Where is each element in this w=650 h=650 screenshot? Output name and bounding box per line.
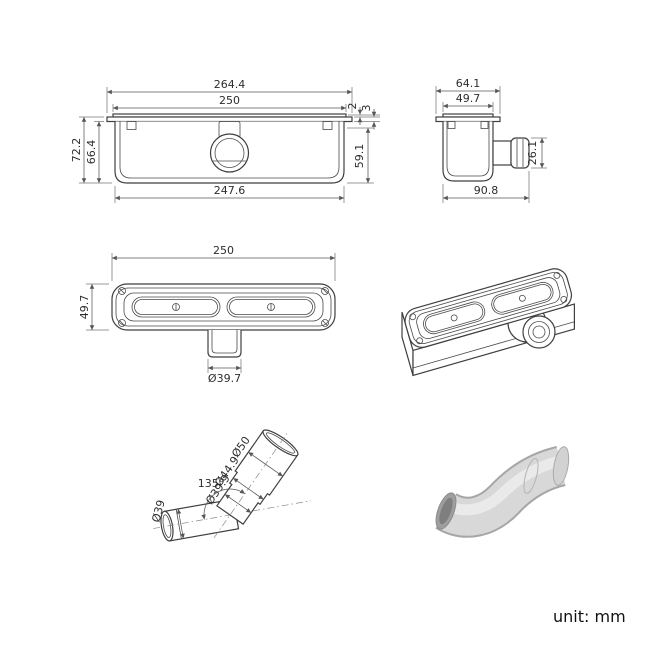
top-body-inner <box>115 287 332 327</box>
dim-front-bottom-width-label: 247.6 <box>214 184 246 197</box>
dim-front-flange-thickness-label: 3 <box>360 105 373 112</box>
elbow-3d-inlet-bore <box>439 497 453 525</box>
dim-front-overall-width-label: 264.4 <box>214 78 246 91</box>
dim-top-outlet-diameter-label: Ø39.7 <box>208 372 241 385</box>
side-flange <box>435 116 501 123</box>
dim-side-outlet-height: 26.1 <box>526 137 547 169</box>
dim-front-grate-gap-label: 2 <box>346 103 359 110</box>
dim-front-body-height: 66.4 <box>85 121 104 183</box>
side-outlet-ridges <box>516 139 524 167</box>
isometric-view-drawing <box>401 268 575 377</box>
elbow-3d-highlight <box>441 455 565 516</box>
side-body-inner <box>446 121 490 177</box>
top-screws <box>118 287 329 327</box>
dim-front-grate-width-label: 250 <box>219 94 240 107</box>
dim-elbow-angle-label: 135° <box>198 477 225 490</box>
front-clip-right <box>322 121 333 130</box>
top-outlet-inner <box>211 330 238 354</box>
dim-front-overall-height: 72.2 <box>70 116 112 184</box>
front-body-inner <box>119 121 340 179</box>
dim-top-width: 49.7 <box>78 283 109 331</box>
dim-top-outlet-diameter: Ø39.7 <box>207 359 242 385</box>
elbow-3d-seam <box>523 458 539 494</box>
dim-top-length: 250 <box>111 244 336 281</box>
dim-top-length-label: 250 <box>213 244 234 257</box>
top-grate-frame <box>123 292 324 322</box>
dim-side-overall-width-label: 64.1 <box>456 77 481 90</box>
front-clip-left <box>126 121 137 130</box>
front-flange <box>106 116 353 123</box>
dim-side-grate-width: 49.7 <box>442 92 494 112</box>
dim-front-overall-height-label: 72.2 <box>70 138 83 163</box>
unit-label: unit: mm <box>553 607 626 626</box>
top-outlet <box>207 330 242 358</box>
elbow-dimension-drawing: Ø39.9 Ø44.9 Ø50 135° Ø39 <box>149 429 311 542</box>
front-trap-outer <box>209 133 250 173</box>
dim-top-width-label: 49.7 <box>78 295 91 320</box>
dim-side-overall-width: 64.1 <box>435 77 501 114</box>
iso-top-face <box>404 268 573 348</box>
side-clip-right <box>480 121 489 129</box>
dim-elbow-angle: 135° <box>198 477 246 520</box>
top-slot-left-inner <box>134 299 218 315</box>
dim-front-bottom-width: 247.6 <box>114 184 345 203</box>
front-view-drawing: 264.4 250 2 3 72.2 66.4 <box>70 78 380 203</box>
top-body-outer <box>111 283 336 331</box>
top-slot-right-inner <box>229 299 313 315</box>
dim-side-grate-width-label: 49.7 <box>456 92 481 105</box>
elbow-3d-outlet-opening <box>552 446 570 486</box>
dim-front-grate-width: 250 <box>112 94 347 112</box>
dim-front-overall-width: 264.4 <box>106 78 353 113</box>
top-view-drawing: 250 49.7 Ø39.7 <box>78 244 336 385</box>
side-outlet-nut <box>510 137 530 169</box>
side-body-outer <box>442 121 494 182</box>
dim-side-overall-depth: 90.8 <box>442 171 530 203</box>
side-view-drawing: 64.1 49.7 26.1 90.8 <box>435 77 547 203</box>
elbow-3d-view <box>435 446 570 538</box>
dim-elbow-inlet-od-label: Ø39 <box>149 498 167 523</box>
dim-front-inner-height: 59.1 <box>347 127 374 184</box>
top-slot-left <box>131 296 221 318</box>
side-outlet-pipe <box>492 140 512 166</box>
top-slot-right <box>226 296 316 318</box>
dim-side-outlet-height-label: 26.1 <box>526 141 539 166</box>
side-clip-left <box>447 121 456 129</box>
dim-front-body-height-label: 66.4 <box>85 140 98 165</box>
dim-side-overall-depth-label: 90.8 <box>474 184 499 197</box>
dim-front-inner-height-label: 59.1 <box>353 144 366 169</box>
front-trap-inner <box>214 138 245 168</box>
